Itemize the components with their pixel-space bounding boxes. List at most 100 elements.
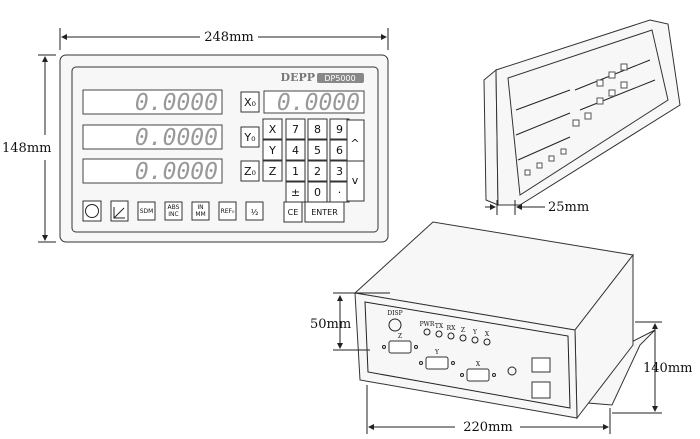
key-1[interactable]: 7: [285, 118, 306, 140]
svg-text:IN: IN: [197, 204, 203, 211]
led-label: PWR: [420, 321, 435, 328]
key-8[interactable]: Z: [262, 160, 283, 182]
key-2[interactable]: 8: [307, 118, 328, 140]
enter-button[interactable]: ENTER: [304, 201, 345, 223]
led-indicator: [435, 330, 443, 338]
svg-text:8: 8: [314, 123, 321, 136]
svg-text:±: ±: [291, 186, 300, 199]
svg-text:½: ½: [251, 208, 259, 217]
height-dimension: 148mm: [2, 54, 56, 243]
brand-logo: DEPP: [281, 71, 315, 84]
svg-text:5: 5: [314, 144, 321, 157]
width-dimension: 248mm: [59, 28, 389, 50]
svg-text:Z₀: Z₀: [244, 165, 257, 178]
half-button[interactable]: ½: [245, 201, 264, 221]
led-label: Z: [461, 327, 465, 334]
led-indicator: [471, 336, 479, 344]
port-label: Y: [434, 349, 440, 356]
key-3[interactable]: 9: [329, 118, 350, 140]
disp-label: DISP: [387, 310, 402, 317]
axis-zero-z-button[interactable]: Z₀: [240, 160, 260, 182]
model-label: DP5000: [324, 74, 355, 83]
key-9[interactable]: 1: [285, 160, 306, 182]
serial-port: [425, 356, 449, 370]
svg-text:2: 2: [314, 165, 321, 178]
led-indicator: [423, 328, 431, 336]
side-view: 25mm: [483, 19, 681, 215]
ground-terminal: [507, 366, 517, 376]
svg-text:SDM: SDM: [140, 208, 154, 215]
height-label: 148mm: [2, 141, 51, 156]
led-label: X: [485, 331, 490, 338]
key-14[interactable]: 0: [307, 181, 328, 203]
svg-text:X₀: X₀: [244, 96, 257, 109]
ref-button[interactable]: REF₀: [218, 201, 237, 221]
aux-display: 0.0000: [263, 90, 365, 116]
circle-button[interactable]: [82, 200, 102, 222]
svg-text:3: 3: [336, 165, 343, 178]
serial-port: [388, 340, 412, 354]
svg-text:CE: CE: [288, 208, 299, 217]
connector-height-label: 50mm: [310, 317, 351, 332]
up-arrow-button[interactable]: ^: [346, 119, 365, 168]
key-15[interactable]: ·: [329, 181, 350, 203]
svg-text:6: 6: [336, 144, 343, 157]
led-indicator: [483, 338, 491, 346]
key-6[interactable]: 5: [307, 139, 328, 161]
svg-text:4: 4: [292, 144, 299, 157]
svg-text:9: 9: [336, 123, 343, 136]
front-panel: DEPP DP5000 0.0000 0.0000 0.0000 0.0000 …: [59, 54, 389, 243]
svg-text:ENTER: ENTER: [311, 208, 338, 217]
led-label: TX: [435, 323, 444, 330]
serial-port: [466, 368, 490, 382]
port-label: X: [476, 361, 481, 368]
svg-text:·: ·: [338, 186, 342, 199]
svg-text:v: v: [352, 174, 359, 187]
sdm-button[interactable]: SDM: [137, 201, 156, 221]
svg-text:0: 0: [314, 186, 321, 199]
key-11[interactable]: 3: [329, 160, 350, 182]
svg-text:X: X: [269, 123, 277, 136]
key-13[interactable]: ±: [285, 181, 306, 203]
ce-button[interactable]: CE: [283, 201, 303, 223]
power-socket: [531, 381, 551, 399]
box-height-label: 140mm: [643, 361, 692, 376]
svg-text:0.0000: 0.0000: [135, 90, 218, 116]
port-label: Z: [398, 333, 402, 340]
led-indicator: [447, 332, 455, 340]
width-label: 248mm: [204, 30, 253, 45]
axis-zero-x-button[interactable]: X₀: [240, 91, 260, 113]
key-7[interactable]: 6: [329, 139, 350, 161]
svg-text:0.0000: 0.0000: [135, 125, 218, 151]
key-0[interactable]: X: [262, 118, 283, 140]
led-label: RX: [447, 325, 457, 332]
svg-text:Y: Y: [268, 144, 276, 157]
key-5[interactable]: 4: [285, 139, 306, 161]
angle-button[interactable]: [110, 200, 129, 222]
disp-port: [388, 318, 402, 332]
display-y: 0.0000: [82, 124, 223, 151]
svg-text:1: 1: [292, 165, 299, 178]
svg-text:ABS: ABS: [168, 204, 180, 211]
box-width-label: 220mm: [463, 420, 512, 435]
svg-text:7: 7: [292, 123, 299, 136]
svg-text:MM: MM: [195, 211, 205, 218]
svg-text:Y₀: Y₀: [243, 131, 256, 144]
power-switch[interactable]: [531, 357, 551, 373]
led-indicator: [459, 334, 467, 342]
led-label: Y: [472, 329, 478, 336]
key-10[interactable]: 2: [307, 160, 328, 182]
svg-text:0.0000: 0.0000: [135, 159, 218, 185]
depth-label: 25mm: [548, 200, 589, 215]
svg-text:REF₀: REF₀: [221, 208, 235, 215]
down-arrow-button[interactable]: v: [346, 160, 365, 202]
svg-text:^: ^: [350, 137, 359, 150]
svg-text:Z: Z: [269, 165, 277, 178]
axis-zero-y-button[interactable]: Y₀: [240, 126, 260, 148]
svg-text:INC: INC: [168, 211, 178, 218]
key-4[interactable]: Y: [262, 139, 283, 161]
